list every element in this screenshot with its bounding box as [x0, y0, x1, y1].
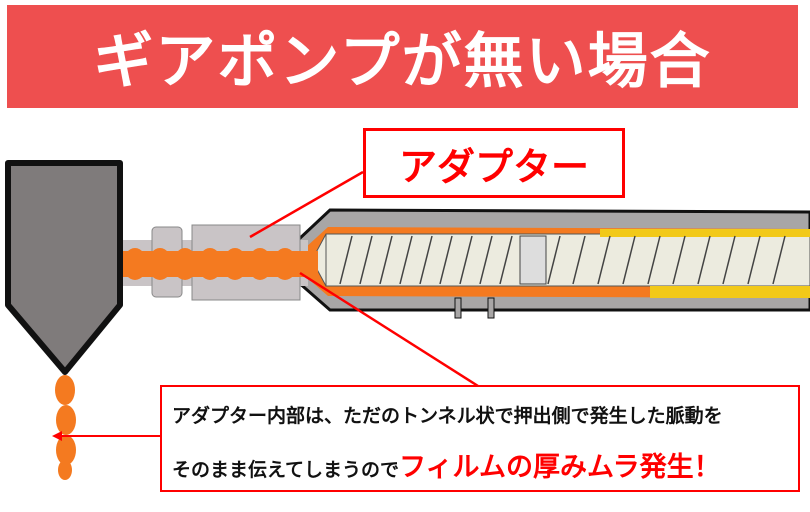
extruder-barrel [296, 208, 810, 319]
title-banner: ギアポンプが無い場合 [7, 5, 798, 108]
screw-flights [339, 235, 786, 285]
adapter-label-box: アダプター [363, 128, 625, 198]
note-emphasis: フィルムの厚みムラ発生！ [399, 452, 721, 483]
melt-pulsation [123, 248, 297, 280]
note-callout-line [299, 271, 479, 388]
note-box: アダプター内部は、ただのトンネル状で押出側で発生した脈動を そのまま伝えてしまう… [160, 385, 800, 492]
film-strand [55, 375, 76, 480]
note-line1: アダプター内部は、ただのトンネル状で押出側で発生した脈動を [172, 405, 723, 427]
die [5, 160, 123, 375]
arrow-to-strand [52, 431, 160, 441]
note-line2-prefix: そのまま伝えてしまうので [172, 459, 400, 481]
adapter-label: アダプター [398, 144, 589, 189]
adapter-callout-line [249, 170, 364, 239]
adapter [118, 224, 318, 301]
note-line2: そのまま伝えてしまうのでフィルムの厚みムラ発生！ [172, 445, 721, 484]
